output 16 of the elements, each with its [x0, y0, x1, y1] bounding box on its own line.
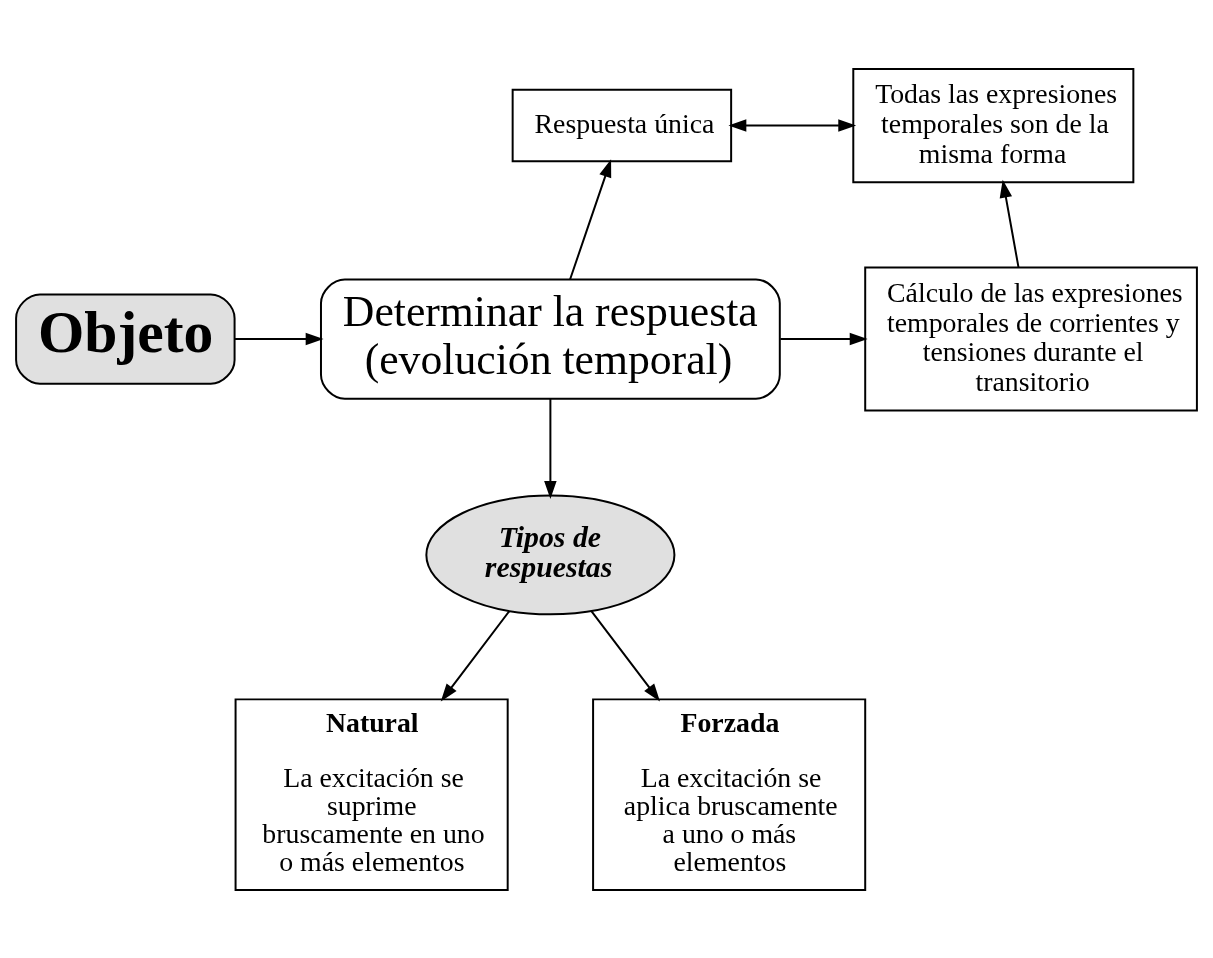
node-box: Cálculo de las expresiones temporales de corrientes y tensiones durante el transitorio [864, 266, 1198, 412]
arrow [590, 609, 660, 702]
node-box: Determinar la respuesta (evolución temporal) [320, 278, 781, 400]
node-box: Respuesta única [511, 88, 733, 162]
node-box: Forzada La excitación se aplica bruscamente a uno o más elementos [592, 697, 867, 891]
node-box: Objeto [15, 292, 236, 385]
arrow [440, 609, 511, 701]
node-ellipse: Tipos de respuestas [425, 494, 676, 615]
arrow [728, 118, 857, 132]
arrow [779, 332, 868, 345]
node-box: Natural La excitación se suprime bruscamente en uno o más elementos [234, 697, 509, 891]
node-box: Todas las expresiones temporales son de la misma forma [852, 67, 1135, 183]
arrow [233, 332, 324, 345]
arrow [544, 397, 557, 499]
arrow [999, 179, 1020, 268]
arrow [569, 158, 612, 280]
